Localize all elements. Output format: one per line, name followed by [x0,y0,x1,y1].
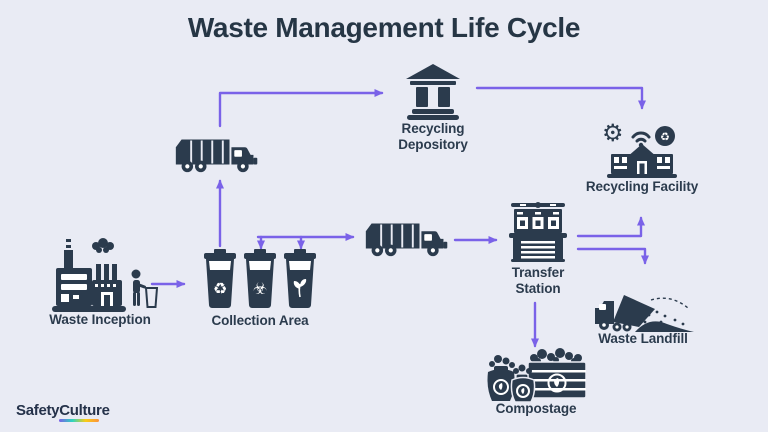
arrow-station-to-facility [576,216,645,238]
recycle-badge-icon: ♻ [655,126,675,146]
biohazard-symbol-icon: ☣ [253,279,267,298]
leaf-symbol-icon [293,279,307,298]
waste-inception-label: Waste Inception [49,312,151,327]
transfer-station-label: Transfer Station [511,265,565,297]
organic-bin [284,249,316,308]
recycle-symbol-icon: ♻ [213,279,227,298]
logo-gradient-underline [59,419,99,422]
factory-icon [44,238,159,312]
biohazard-bin: ☣ [244,249,276,308]
safetyculture-logo-text: SafetyCulture [16,402,110,419]
gear-icon: ⚙ [602,119,624,147]
recycling-depository-label: Recycling Depository [398,121,468,153]
recycling-facility-label: Recycling Facility [585,179,699,194]
compostage-label: Compostage [495,401,577,416]
arrow-depository-to-facility [475,86,646,110]
waste-landfill-label: Waste Landfill [598,331,688,346]
bank-building-icon [404,64,462,120]
arrow-truck-left-to-depository [218,89,384,128]
safetyculture-logo: SafetyCulture [16,402,110,422]
page-title: Waste Management Life Cycle [187,12,581,43]
dump-truck-icon [591,282,695,332]
svg-text:♻: ♻ [660,131,670,144]
garbage-truck-icon [172,128,264,176]
compost-icon [482,346,590,402]
recycle-bins-icon: ♻ ☣ [203,248,317,308]
garbage-truck-icon [362,212,454,260]
arrow-station-to-landfill [576,247,649,265]
collection-area-label: Collection Area [211,313,309,328]
smart-recycling-facility-icon: ⚙ ♻ [599,110,685,178]
recycle-bin: ♻ [204,249,236,308]
transfer-station-icon [506,200,570,262]
